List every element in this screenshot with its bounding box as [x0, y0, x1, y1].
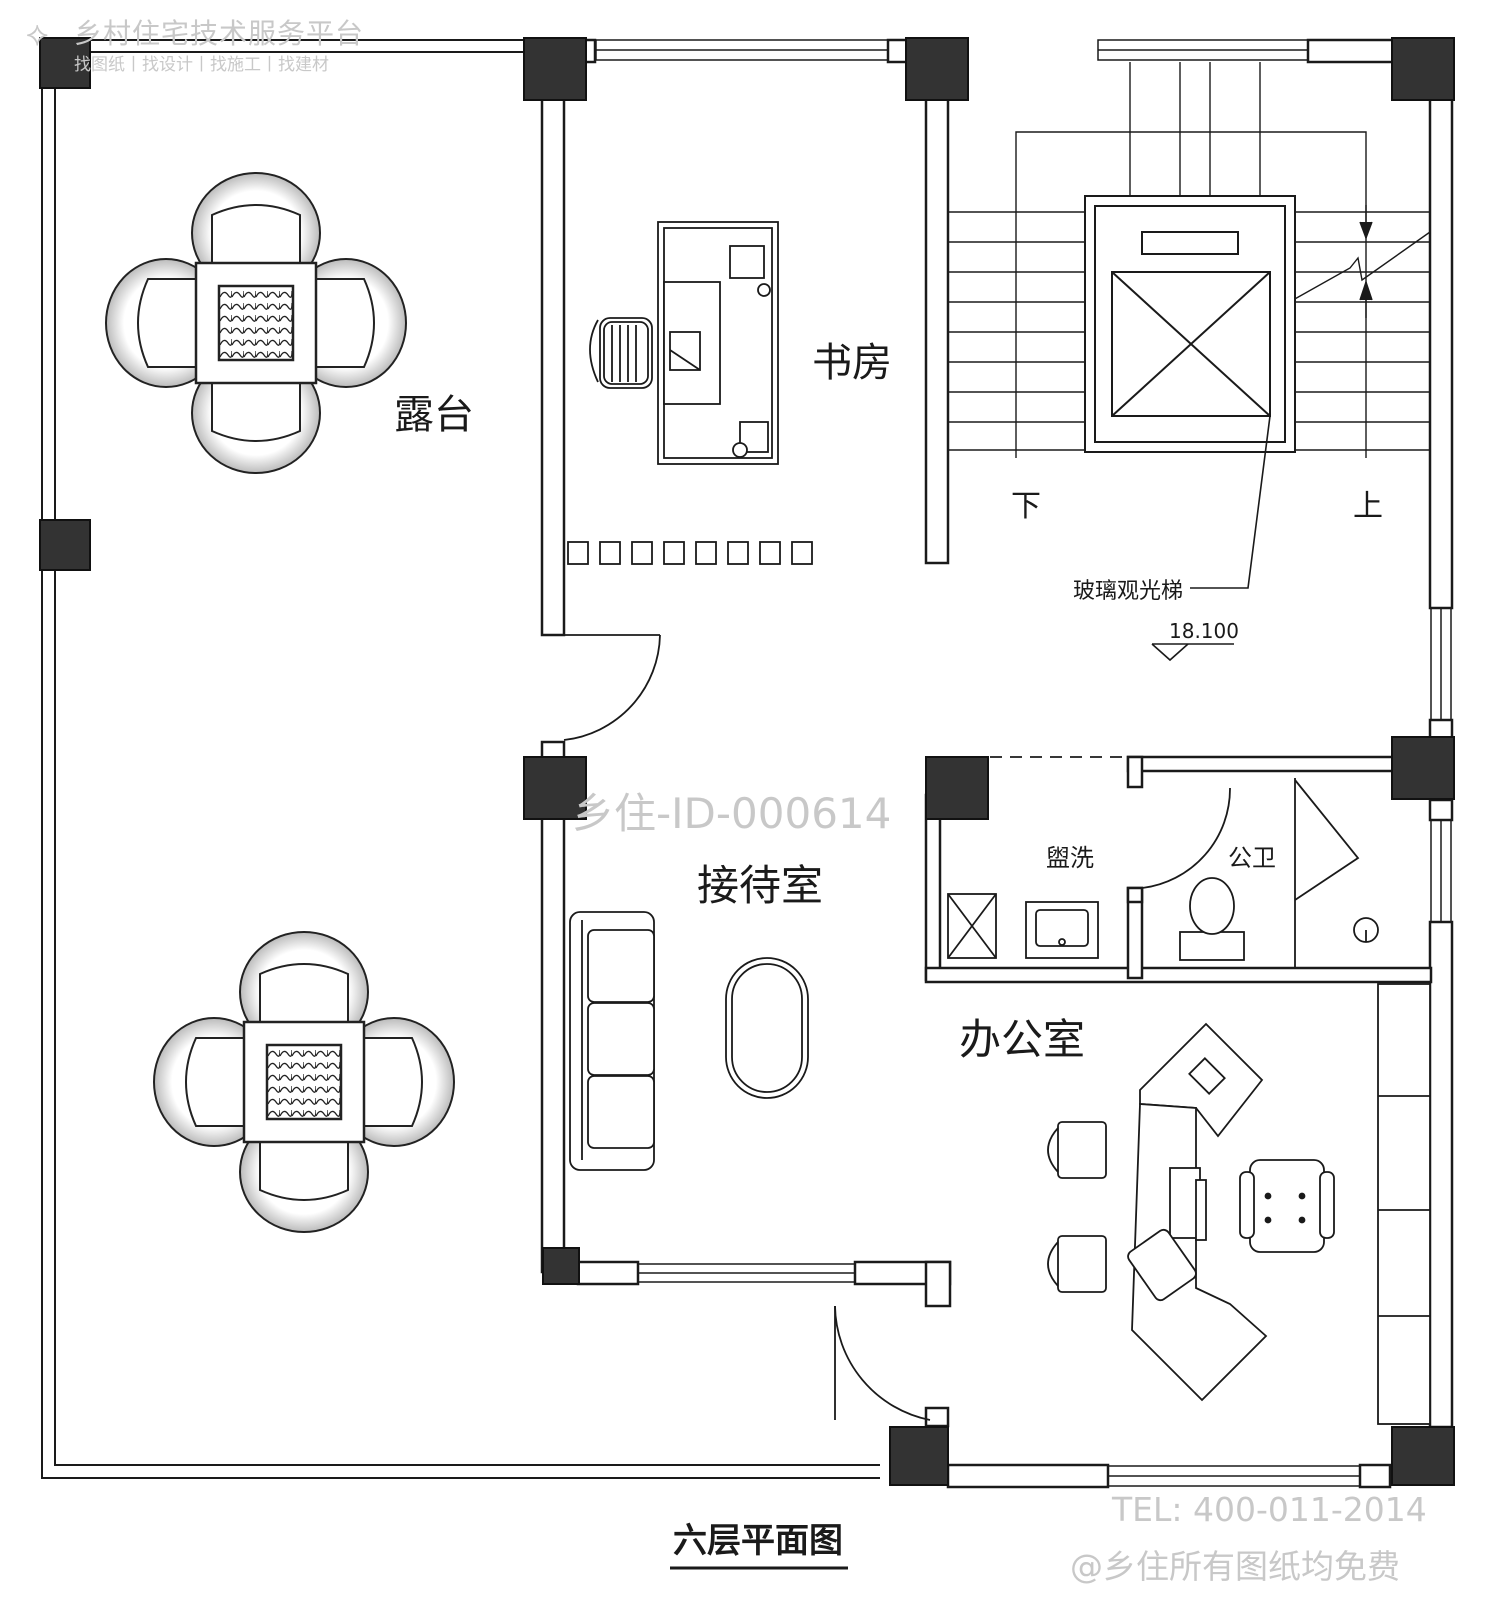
study-shelf — [567, 541, 813, 565]
bathroom-fixtures — [947, 877, 1379, 961]
terrace-chair-set-lower — [152, 930, 456, 1234]
office-armchair — [1239, 1159, 1335, 1253]
washroom-label: 盥洗 — [1046, 844, 1094, 872]
stairs — [948, 62, 1431, 458]
terrace-columns — [39, 37, 91, 571]
office-cabinet — [1377, 983, 1431, 1425]
terrace-outline — [41, 39, 880, 1479]
drawing-title: 六层平面图 — [673, 1521, 843, 1561]
windows — [595, 39, 1452, 1487]
coffee-table — [725, 957, 809, 1099]
study-chair — [589, 317, 653, 389]
columns — [523, 37, 1455, 1486]
study-desk — [657, 221, 779, 465]
terrace-chair-set-upper — [104, 171, 408, 475]
stairs-down-label: 下 — [1011, 489, 1041, 524]
reception-label: 接待室 — [697, 861, 823, 910]
office-desk — [1127, 1022, 1268, 1402]
door-swings — [563, 634, 1360, 1421]
watermark-id: 乡住-ID-000614 — [572, 789, 892, 838]
elevation-marker — [1151, 643, 1234, 662]
watermark-tel: TEL: 400-011-2014 — [1112, 1490, 1427, 1529]
elevation-value: 18.100 — [1169, 619, 1239, 643]
toilet-label: 公卫 — [1228, 844, 1276, 872]
platform-logo-icon: ⟡ — [26, 14, 49, 54]
watermark-free-note: @乡住所有图纸均免费 — [1070, 1547, 1400, 1586]
sofa — [569, 911, 655, 1171]
elevator-label: 玻璃观光梯 — [1073, 579, 1183, 604]
office-guest-chairs — [1047, 1121, 1107, 1293]
walls — [540, 38, 1454, 1489]
elevator — [1084, 195, 1296, 589]
watermark-tagline: 找图纸丨找设计丨找施工丨找建材 — [74, 55, 329, 75]
watermark-platform: 乡村住宅技术服务平台 — [74, 17, 365, 50]
stairs-up-label: 上 — [1353, 489, 1383, 524]
office-label: 办公室 — [959, 1015, 1085, 1064]
study-label: 书房 — [812, 340, 892, 386]
terrace-label: 露台 — [394, 392, 474, 438]
